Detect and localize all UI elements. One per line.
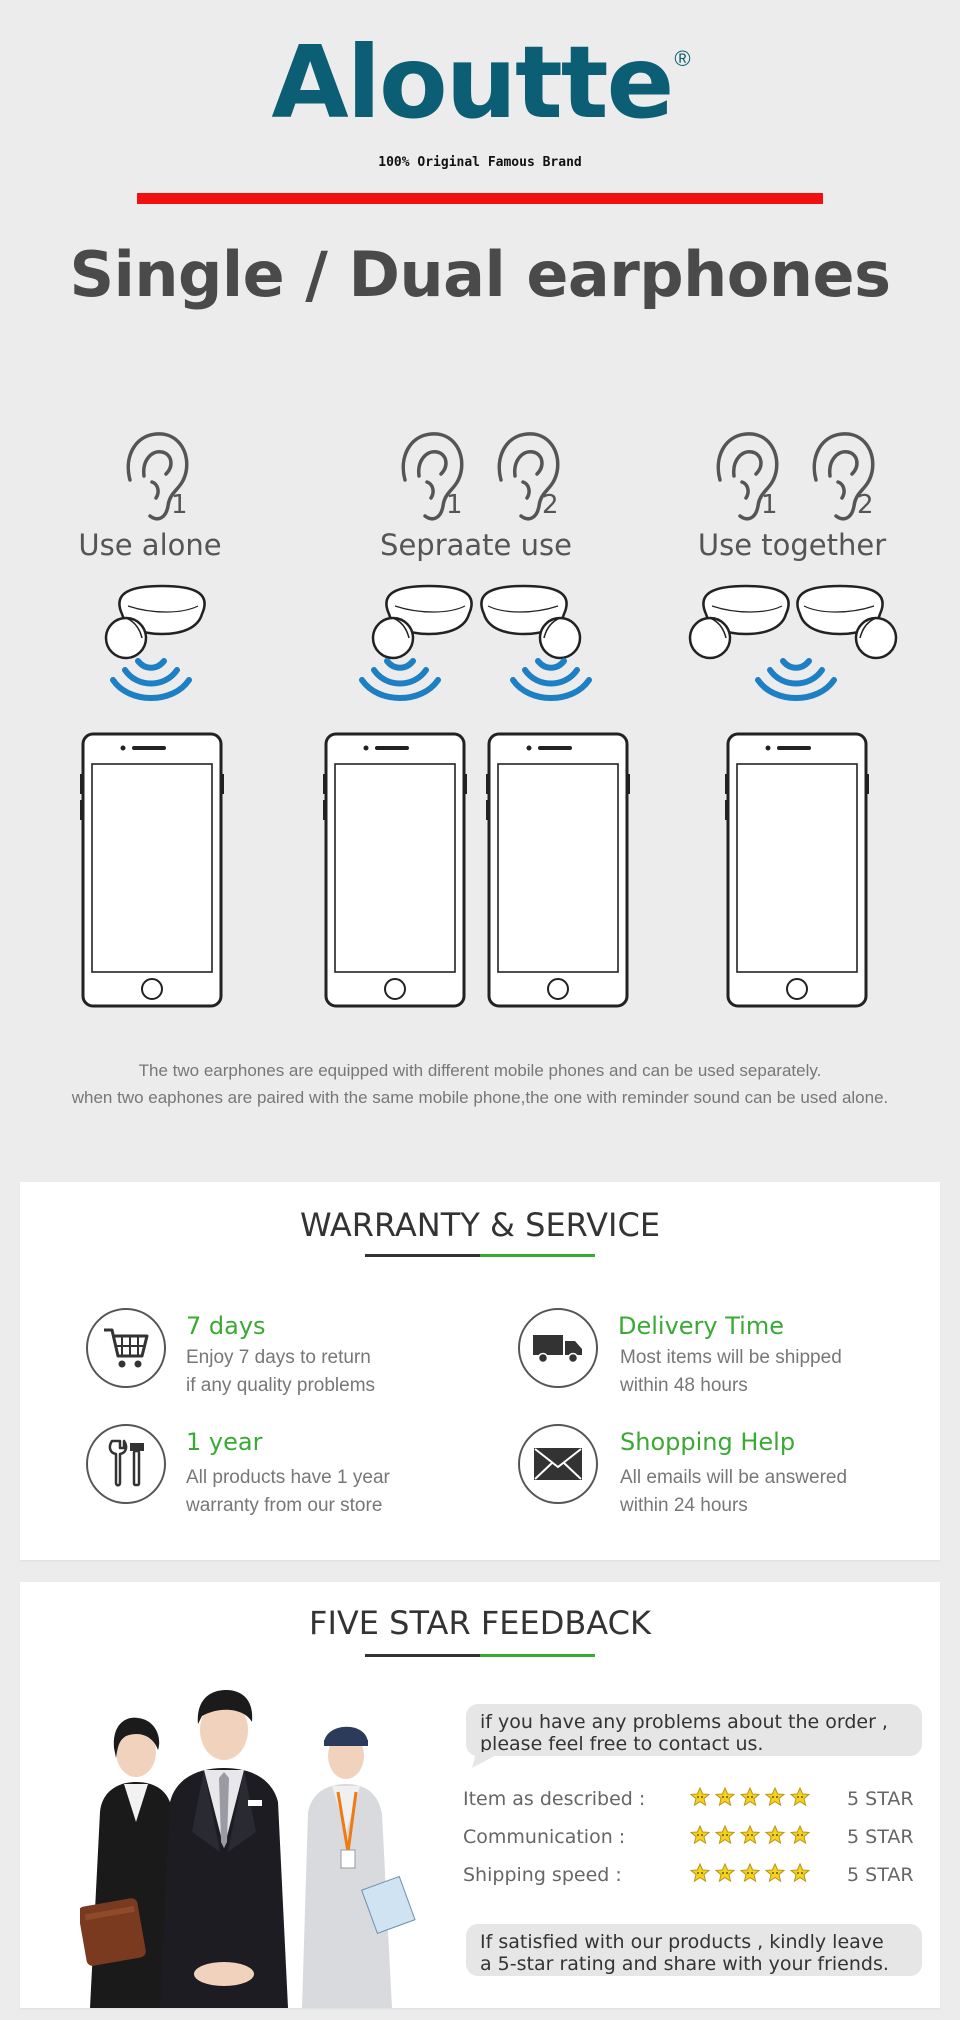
ear-number: 2 xyxy=(857,490,874,520)
mode-label-separate: Sepraate use xyxy=(380,528,572,562)
phone-icon xyxy=(484,732,632,1008)
star-icon xyxy=(714,1824,736,1850)
star-icon xyxy=(739,1786,761,1812)
star-icon xyxy=(764,1786,786,1812)
phone-icon xyxy=(321,732,469,1008)
service-text: All products have 1 year xyxy=(186,1467,390,1488)
service-heading: Delivery Time xyxy=(618,1312,784,1340)
rating-label: Item as described : xyxy=(463,1788,646,1810)
service-text: if any quality problems xyxy=(186,1375,376,1396)
service-heading: 1 year xyxy=(186,1428,263,1456)
title-underline-accent xyxy=(480,1254,595,1257)
rating-stars xyxy=(689,1862,811,1888)
star-icon xyxy=(714,1862,736,1888)
registered-mark: ® xyxy=(674,46,691,71)
service-text: Enjoy 7 days to return xyxy=(186,1347,371,1368)
envelope-icon xyxy=(518,1424,598,1504)
divider-red xyxy=(137,193,823,204)
signal-waves-icon xyxy=(513,661,589,698)
title-underline xyxy=(365,1654,480,1657)
earbud-icon xyxy=(796,584,898,660)
caption-line-1: The two earphones are equipped with diff… xyxy=(138,1061,822,1080)
brand-tagline: 100% Original Famous Brand xyxy=(378,155,582,170)
star-icon xyxy=(789,1824,811,1850)
ear-number: 1 xyxy=(761,490,778,520)
rating-value: 5 STAR xyxy=(847,1864,914,1886)
star-icon xyxy=(714,1786,736,1812)
signal-waves-icon xyxy=(113,661,189,698)
earbud-icon xyxy=(688,584,790,660)
caption-line-2: when two eaphones are paired with the sa… xyxy=(71,1088,889,1107)
phone-icon xyxy=(723,732,871,1008)
service-text: within 48 hours xyxy=(620,1375,748,1396)
star-icon xyxy=(689,1824,711,1850)
ear-number: 2 xyxy=(542,490,559,520)
rating-value: 5 STAR xyxy=(847,1788,914,1810)
brand-logo: Aloutte® xyxy=(0,28,960,138)
rating-stars xyxy=(689,1786,811,1812)
service-text: within 24 hours xyxy=(620,1495,748,1516)
signal-waves-icon xyxy=(362,661,438,698)
mode-label-alone: Use alone xyxy=(78,528,222,562)
earbud-icon xyxy=(371,584,473,660)
phone-icon xyxy=(78,732,226,1008)
service-heading: 7 days xyxy=(186,1312,266,1340)
title-underline-accent xyxy=(480,1654,595,1657)
contact-bubble-line-1: if you have any problems about the order… xyxy=(480,1711,888,1733)
service-text: warranty from our store xyxy=(186,1495,383,1516)
contact-bubble: if you have any problems about the order… xyxy=(466,1704,922,1756)
rating-value: 5 STAR xyxy=(847,1826,914,1848)
rating-label: Shipping speed : xyxy=(463,1864,622,1886)
feedback-title: FIVE STAR FEEDBACK xyxy=(309,1604,651,1642)
ear-number: 1 xyxy=(171,490,188,520)
rating-request-line-1: If satisfied with our products , kindly … xyxy=(480,1931,884,1953)
page-title: Single / Dual earphones xyxy=(69,238,892,311)
star-icon xyxy=(689,1786,711,1812)
warranty-title: WARRANTY & SERVICE xyxy=(299,1206,661,1244)
rating-request-bubble: If satisfied with our products , kindly … xyxy=(466,1924,922,1976)
cart-icon xyxy=(86,1308,166,1388)
customer-service-team-image xyxy=(80,1690,416,2008)
star-icon xyxy=(764,1862,786,1888)
service-heading: Shopping Help xyxy=(620,1428,796,1456)
usage-modes-illustration xyxy=(78,432,898,1008)
earbud-icon xyxy=(480,584,582,660)
mode-label-together: Use together xyxy=(697,528,887,562)
bubble-tail xyxy=(472,1752,502,1768)
star-icon xyxy=(739,1824,761,1850)
contact-bubble-line-2: please feel free to contact us. xyxy=(480,1733,764,1755)
truck-icon xyxy=(518,1308,598,1388)
signal-waves-icon xyxy=(758,661,834,698)
star-icon xyxy=(764,1824,786,1850)
warranty-card: WARRANTY & SERVICE 7 days Enjoy 7 days t… xyxy=(20,1182,940,1560)
star-icon xyxy=(689,1862,711,1888)
star-icon xyxy=(739,1862,761,1888)
rating-request-line-2: a 5-star rating and share with your frie… xyxy=(480,1953,889,1975)
title-underline xyxy=(365,1254,480,1257)
service-text: All emails will be answered xyxy=(620,1467,848,1488)
tools-icon xyxy=(86,1424,166,1504)
service-text: Most items will be shipped xyxy=(620,1347,842,1368)
rating-label: Communication : xyxy=(463,1826,626,1848)
earbud-icon xyxy=(104,584,206,660)
rating-stars xyxy=(689,1824,811,1850)
star-icon xyxy=(789,1862,811,1888)
brand-name: Aloutte xyxy=(271,24,674,141)
star-icon xyxy=(789,1786,811,1812)
ear-number: 1 xyxy=(446,490,463,520)
feedback-card: FIVE STAR FEEDBACK xyxy=(20,1582,940,2008)
